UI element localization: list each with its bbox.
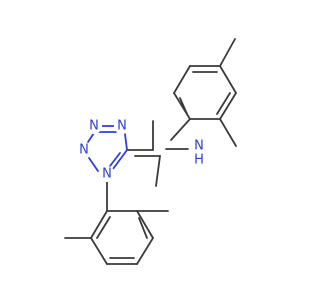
bond [173, 65, 191, 94]
bond [88, 157, 99, 172]
atom-label-layer: N N N N N H [76, 118, 207, 182]
amine-hydrogen-label: H [194, 153, 204, 168]
bond [173, 92, 191, 120]
tetrazole-nitrogen-label: N [89, 119, 99, 134]
bond-double [179, 97, 188, 115]
bond [170, 118, 191, 141]
bond-double [138, 217, 148, 239]
tetrazole-nitrogen-label: N [79, 143, 89, 158]
bond [219, 92, 237, 120]
bond-double [109, 152, 121, 167]
bond [155, 155, 161, 187]
bond [112, 149, 128, 170]
tetrazole-nitrogen-label: N [117, 119, 127, 134]
amine-nitrogen-label: N [194, 139, 204, 154]
bond [87, 132, 95, 143]
bond [90, 237, 108, 265]
bond [219, 118, 237, 147]
bond [124, 133, 128, 151]
bond-double [216, 92, 231, 115]
bond [136, 237, 154, 265]
tetrazole-nitrogen-label: N [102, 167, 112, 182]
bond-double [96, 216, 111, 239]
bond [136, 210, 154, 239]
bond [90, 210, 108, 239]
bond [219, 38, 236, 67]
molecule-structure-diagram: N N N N N H [64, 38, 237, 265]
bond [219, 65, 237, 94]
